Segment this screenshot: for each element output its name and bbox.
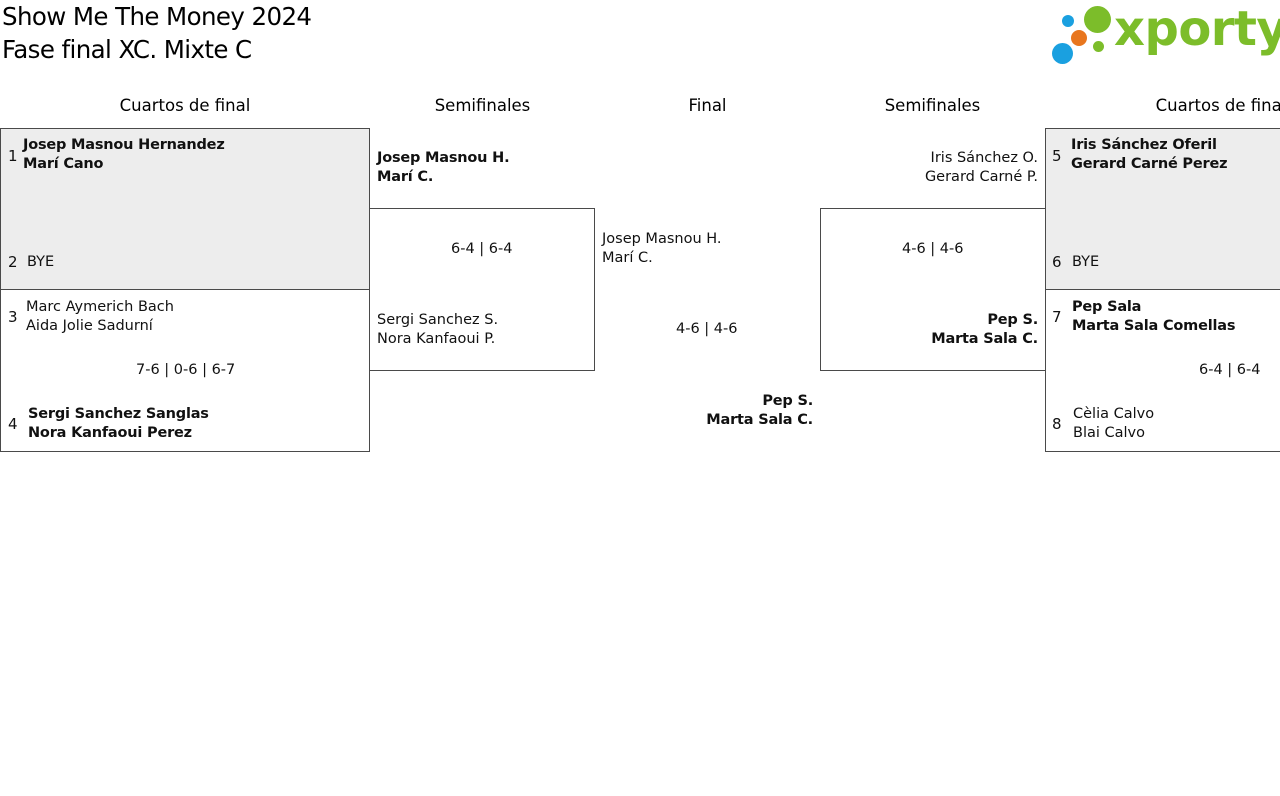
seed-number: 1 <box>8 147 18 165</box>
player-name: Marí C. <box>377 169 434 185</box>
left-semi-top-team: Josep Masnou H. Marí C. <box>377 149 510 187</box>
player-name: Iris Sánchez O. <box>930 150 1038 166</box>
player-name: Marta Sala Comellas <box>1072 318 1236 334</box>
logo-dot-green-small <box>1093 41 1104 52</box>
seed-number: 7 <box>1052 308 1062 326</box>
round-header-right-quarters: Cuartos de final <box>1155 96 1280 115</box>
page-subtitle: Fase final XC. Mixte C <box>2 35 252 64</box>
player-name: Marta Sala C. <box>931 331 1038 347</box>
bye-label: BYE <box>27 254 55 270</box>
right-semifinal-match: 4-6 | 4-6 Pep S. Marta Sala C. <box>820 208 1046 371</box>
player-name: Pep Sala <box>1072 299 1142 315</box>
seed-number: 2 <box>8 253 18 271</box>
player-name: Marí Cano <box>23 156 104 172</box>
seed-number: 8 <box>1052 415 1062 433</box>
bye-label: BYE <box>1072 254 1100 270</box>
team-entry: Cèlia Calvo Blai Calvo <box>1073 405 1154 443</box>
player-name: Sergi Sanchez S. <box>377 312 499 328</box>
match-score: 6-4 | 6-4 <box>451 241 513 257</box>
right-quarterfinal-match-1: 5 Iris Sánchez Oferil Gerard Carné Perez… <box>1045 128 1280 290</box>
team-entry: Sergi Sanchez Sanglas Nora Kanfaoui Pere… <box>28 405 209 443</box>
player-name: Marc Aymerich Bach <box>26 299 174 315</box>
player-name: Josep Masnou H. <box>602 231 722 247</box>
match-score: 7-6 | 0-6 | 6-7 <box>136 362 236 378</box>
player-name: Iris Sánchez Oferil <box>1071 137 1217 153</box>
player-name: Marí C. <box>602 250 653 266</box>
player-name: Josep Masnou H. <box>377 150 510 166</box>
player-name: Josep Masnou Hernandez <box>23 137 225 153</box>
player-name: Aida Jolie Sadurní <box>26 318 153 334</box>
seed-number: 4 <box>8 415 18 433</box>
team-entry: Pep Sala Marta Sala Comellas <box>1072 298 1235 336</box>
team-entry: Marc Aymerich Bach Aida Jolie Sadurní <box>26 298 174 336</box>
team-entry: Pep S. Marta Sala C. <box>831 311 1038 349</box>
round-header-right-semis: Semifinales <box>884 96 981 115</box>
round-header-left-quarters: Cuartos de final <box>119 96 251 115</box>
final-winner-team: Pep S. Marta Sala C. <box>620 392 813 430</box>
left-semifinal-match: 6-4 | 6-4 Sergi Sanchez S. Nora Kanfaoui… <box>369 208 595 371</box>
final-left-team: Josep Masnou H. Marí C. <box>602 230 722 268</box>
match-score: 4-6 | 4-6 <box>902 241 964 257</box>
page-title: Show Me The Money 2024 <box>2 2 312 31</box>
player-name: Cèlia Calvo <box>1073 406 1155 422</box>
logo-dot-blue <box>1052 43 1073 64</box>
left-quarterfinal-match-2: 3 Marc Aymerich Bach Aida Jolie Sadurní … <box>0 289 370 452</box>
player-name: Gerard Carné Perez <box>1071 156 1228 172</box>
player-name: Sergi Sanchez Sanglas <box>28 406 209 422</box>
player-name: Pep S. <box>762 393 813 409</box>
seed-number: 3 <box>8 308 18 326</box>
team-entry: Josep Masnou Hernandez Marí Cano <box>23 136 225 174</box>
match-score: 6-4 | 6-4 <box>1199 362 1261 378</box>
round-header-final: Final <box>688 96 727 115</box>
xporty-logo: xporty <box>1050 1 1280 67</box>
player-name: Nora Kanfaoui P. <box>377 331 496 347</box>
right-quarterfinal-match-2: 7 Pep Sala Marta Sala Comellas 6-4 | 6-4… <box>1045 289 1280 452</box>
seed-number: 6 <box>1052 253 1062 271</box>
round-header-left-semis: Semifinales <box>434 96 531 115</box>
player-name: Nora Kanfaoui Perez <box>28 425 192 441</box>
player-name: Blai Calvo <box>1073 425 1145 441</box>
player-name: Marta Sala C. <box>706 412 813 428</box>
logo-dot-orange <box>1071 30 1087 46</box>
team-entry: Sergi Sanchez S. Nora Kanfaoui P. <box>377 311 498 349</box>
left-quarterfinal-match-1: 1 Josep Masnou Hernandez Marí Cano 2 BYE <box>0 128 370 290</box>
logo-dot-blue-small <box>1062 15 1074 27</box>
team-entry: Iris Sánchez Oferil Gerard Carné Perez <box>1071 136 1228 174</box>
player-name: Gerard Carné P. <box>924 169 1038 185</box>
final-score: 4-6 | 4-6 <box>676 321 738 337</box>
right-semi-top-team: Iris Sánchez O. Gerard Carné P. <box>830 149 1038 187</box>
player-name: Pep S. <box>987 312 1038 328</box>
logo-dot-green <box>1084 6 1111 33</box>
seed-number: 5 <box>1052 147 1062 165</box>
logo-wordmark: xporty <box>1114 1 1280 57</box>
